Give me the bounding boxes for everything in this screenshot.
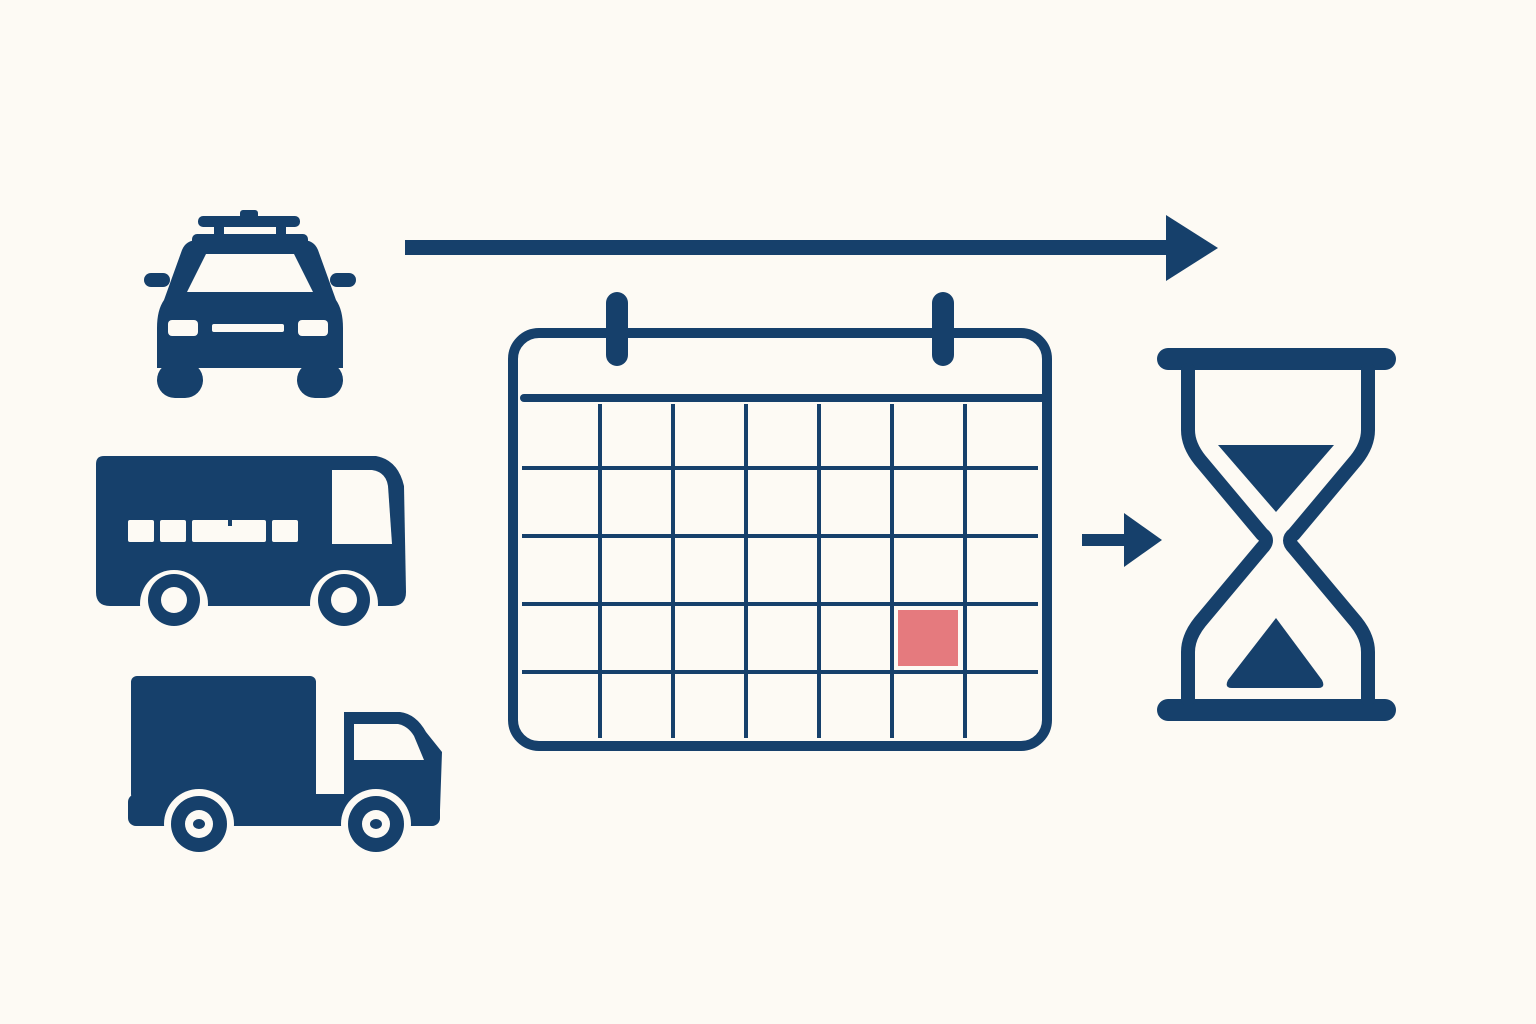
- car-front-icon: [144, 210, 356, 398]
- calendar-ring: [932, 292, 954, 366]
- bus-icon: [96, 456, 406, 638]
- truck-icon: [128, 676, 442, 859]
- calendar-ring: [606, 292, 628, 366]
- arrow-right-icon: [405, 215, 1218, 281]
- hourglass-icon: [1157, 348, 1396, 721]
- calendar-icon: [508, 292, 1052, 751]
- arrow-right-icon: [1082, 513, 1162, 567]
- calendar-highlighted-day: [898, 610, 958, 666]
